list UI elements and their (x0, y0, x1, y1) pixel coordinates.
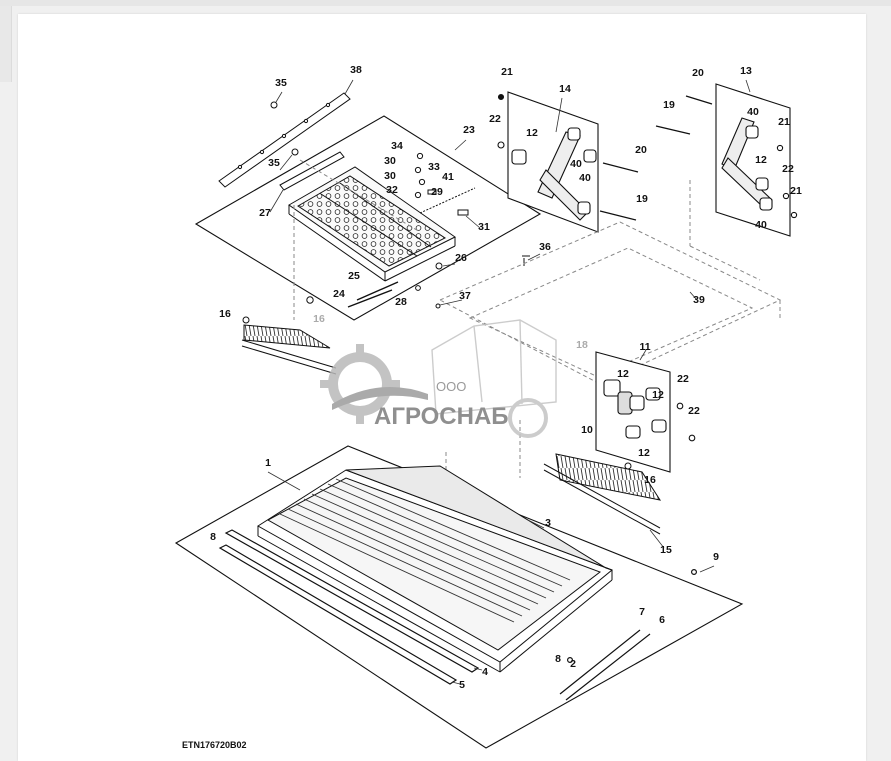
callout-19: 19 (636, 193, 648, 205)
callout-35: 35 (268, 157, 280, 169)
callout-3: 3 (545, 517, 551, 529)
callout-28: 28 (395, 296, 407, 308)
brush-right-15 (543, 453, 662, 535)
callout-16: 16 (313, 313, 325, 325)
parts-24-25-rods (347, 281, 399, 308)
callout-20: 20 (692, 67, 704, 79)
callout-23: 23 (463, 124, 475, 136)
callout-22: 22 (688, 405, 700, 417)
callout-4: 4 (482, 666, 488, 678)
callout-32: 32 (386, 184, 398, 196)
callout-1: 1 (265, 457, 271, 469)
callout-25: 25 (348, 270, 360, 282)
bolts-19-20 (497, 93, 713, 221)
watermark-line1: ООО (436, 379, 466, 394)
callout-12: 12 (755, 154, 767, 166)
callout-22: 22 (782, 163, 794, 175)
callout-12: 12 (526, 127, 538, 139)
callout-40: 40 (579, 172, 591, 184)
callout-34: 34 (391, 140, 403, 152)
callout-21: 21 (790, 185, 802, 197)
callout-16: 16 (644, 474, 656, 486)
watermark-logo (320, 319, 557, 438)
linkage-board-11 (595, 351, 696, 473)
callout-12: 12 (617, 368, 629, 380)
small-fasteners-left (270, 101, 530, 309)
callout-39: 39 (693, 294, 705, 306)
callout-41: 41 (442, 171, 454, 183)
callout-30: 30 (384, 155, 396, 167)
callout-40: 40 (755, 219, 767, 231)
watermark-line2: АГРОСНАБ (374, 403, 509, 430)
callout-22: 22 (677, 373, 689, 385)
dashed-frame (293, 159, 782, 600)
callout-26: 26 (455, 252, 467, 264)
callout-33: 33 (428, 161, 440, 173)
left-panel-edge (0, 6, 12, 82)
linkage-board-13 (715, 83, 798, 237)
callout-12: 12 (638, 447, 650, 459)
callout-37: 37 (459, 290, 471, 302)
drawing-code: ETN176720B02 (182, 740, 247, 750)
callout-6: 6 (659, 614, 665, 626)
callout-19: 19 (663, 99, 675, 111)
callout-15: 15 (660, 544, 672, 556)
callout-27: 27 (259, 207, 271, 219)
callout-10: 10 (581, 424, 593, 436)
callout-8: 8 (210, 531, 216, 543)
callout-11: 11 (639, 341, 650, 353)
callout-24: 24 (333, 288, 345, 300)
callout-38: 38 (350, 64, 362, 76)
callout-22: 22 (489, 113, 501, 125)
callout-35: 35 (275, 77, 287, 89)
callout-40: 40 (747, 106, 759, 118)
callout-40: 40 (570, 158, 582, 170)
callout-8: 8 (555, 653, 561, 665)
callout-5: 5 (459, 679, 465, 691)
callout-29: 29 (431, 186, 443, 198)
callout-16: 16 (219, 308, 231, 320)
callout-12: 12 (652, 389, 664, 401)
callout-9: 9 (713, 551, 719, 563)
linkage-board-14 (497, 91, 599, 233)
callout-14: 14 (559, 83, 571, 95)
callout-20: 20 (635, 144, 647, 156)
callout-7: 7 (639, 606, 645, 618)
callout-30: 30 (384, 170, 396, 182)
leader-lines (267, 79, 751, 685)
callout-21: 21 (501, 66, 513, 78)
callout-13: 13 (740, 65, 752, 77)
callout-31: 31 (478, 221, 490, 233)
part-38-bar (218, 92, 351, 188)
main-frame-1 (257, 465, 613, 673)
part-27-strip (279, 151, 345, 191)
callout-36: 36 (539, 241, 551, 253)
callout-21: 21 (778, 116, 790, 128)
callout-18: 18 (576, 339, 588, 351)
rails-4-5-6-7-8 (218, 529, 697, 701)
brush-left-16 (241, 316, 337, 375)
top-bar (0, 0, 891, 6)
callout-2: 2 (570, 658, 576, 670)
